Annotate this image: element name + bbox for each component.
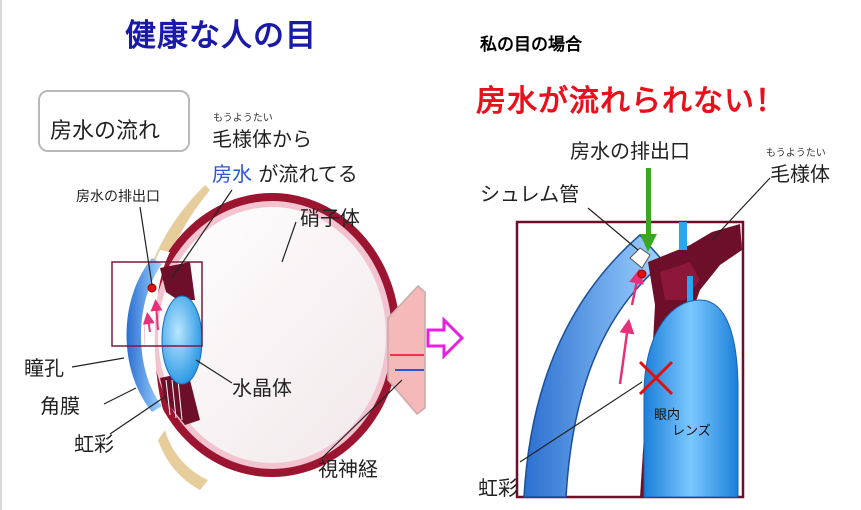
subtitle-my-eye: 私の目の場合 <box>480 35 582 55</box>
legend-box <box>38 90 190 152</box>
right-outflow-label: 房水の排出口 <box>570 139 690 163</box>
left-ciliary-line1: 毛様体から <box>212 127 312 151</box>
aqueous-word: 房水 <box>212 162 252 186</box>
left-ciliary-line2: 房水 が流れてる <box>212 158 358 187</box>
left-pupil-label: 瞳孔 <box>24 356 64 380</box>
title-healthy-eye: 健康な人の目 <box>125 18 317 54</box>
right-cornea <box>523 233 666 498</box>
left-leader-lines <box>71 189 403 459</box>
right-iris-label: 虹彩 <box>478 476 518 500</box>
left-optic-nerve-label: 視神経 <box>318 457 378 481</box>
legend-label: 房水の流れ <box>50 119 161 144</box>
left-cornea-label: 角膜 <box>40 394 80 418</box>
right-outflow-dot <box>637 269 647 279</box>
left-vitreous-label: 硝子体 <box>300 206 360 230</box>
flow-text: が流れてる <box>258 162 358 186</box>
right-iol-line2: レンズ <box>672 424 711 439</box>
right-ciliary-ruby: もうようたい <box>766 148 826 159</box>
left-outflow-dot <box>147 283 157 293</box>
green-down-arrow-icon <box>640 168 657 252</box>
left-eye-illustration <box>111 185 426 490</box>
left-zoom-box <box>111 261 203 347</box>
right-intraocular-lens <box>643 299 739 498</box>
right-leader-lines <box>519 177 771 463</box>
right-schlemm-label: シュレム管 <box>480 182 580 206</box>
left-vitreous <box>158 207 386 463</box>
right-zoomed-eye <box>515 168 745 499</box>
left-lens-label: 水晶体 <box>232 376 292 400</box>
left-cornea <box>126 258 162 412</box>
page-left-border <box>0 0 2 510</box>
left-ciliary-body <box>160 262 195 300</box>
alert-cannot-flow: 房水が流れられない！ <box>476 84 786 119</box>
hollow-right-arrow-icon <box>426 316 465 360</box>
left-iris-label: 虹彩 <box>74 432 114 456</box>
left-lens <box>161 295 203 385</box>
right-ciliary-label: 毛様体 <box>770 162 830 186</box>
left-ciliary-ruby: もうようたい <box>213 113 273 124</box>
left-outflow-label: 房水の排出口 <box>76 189 160 205</box>
right-iol-line1: 眼内 <box>654 408 681 423</box>
red-x-icon <box>638 360 674 396</box>
